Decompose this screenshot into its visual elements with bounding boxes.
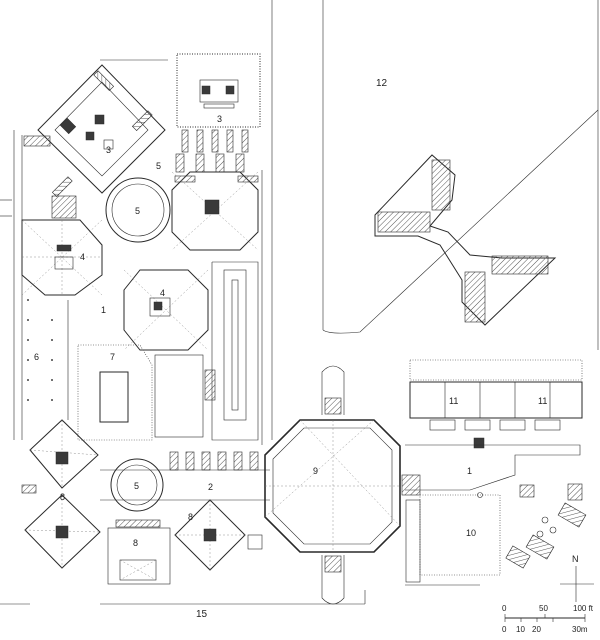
label-4-center: 4	[160, 288, 165, 298]
building-8-right	[174, 499, 263, 571]
north-arrow: N	[560, 554, 594, 602]
building-4-left	[21, 195, 103, 296]
zone-1-east	[405, 444, 581, 491]
label-11-right: 11	[538, 396, 547, 406]
north-label: N	[572, 554, 579, 564]
building-3-rotated	[23, 64, 166, 198]
label-2: 2	[208, 482, 213, 492]
label-1-right: 1	[467, 466, 472, 476]
label-15: 15	[196, 609, 208, 620]
label-5-top: 5	[156, 161, 161, 171]
label-11-left: 11	[449, 396, 458, 406]
label-9: 9	[313, 466, 318, 476]
building-3-square	[176, 53, 261, 128]
scale-ft-0: 0	[502, 604, 507, 613]
colonnade-west	[27, 299, 69, 420]
label-8-right: 8	[188, 512, 193, 522]
building-8-mid	[107, 519, 171, 585]
pavilions-east	[505, 483, 587, 569]
label-8-left: 8	[60, 492, 65, 502]
building-8-left-bottom	[21, 484, 101, 569]
label-3-top: 3	[217, 114, 222, 124]
scale-ft-50: 50	[539, 604, 548, 613]
building-9-octagon	[264, 365, 421, 605]
label-5-upper-circle: 5	[135, 206, 140, 216]
room-7	[77, 344, 153, 441]
scale-m-20: 20	[532, 625, 541, 634]
scale-m-0: 0	[502, 625, 507, 634]
label-12: 12	[376, 78, 388, 89]
west-wall	[13, 59, 168, 440]
circle-5-upper	[105, 177, 171, 243]
label-7: 7	[110, 352, 115, 362]
circle-5-lower	[110, 458, 164, 512]
plaza-rectangle	[154, 354, 204, 438]
label-8-mid: 8	[133, 538, 138, 548]
label-10: 10	[466, 528, 476, 538]
label-4-left: 4	[80, 252, 85, 262]
corridor-2	[100, 469, 270, 501]
pavilion-circles	[477, 492, 557, 538]
long-block-east	[204, 170, 263, 445]
room-10	[405, 494, 501, 583]
building-8-left-top	[29, 419, 99, 489]
building-12-x	[374, 154, 557, 326]
scale-m-30: 30m	[572, 625, 588, 634]
service-bays-corridor	[169, 451, 259, 471]
label-6: 6	[34, 352, 39, 362]
building-4-center	[123, 269, 209, 351]
building-octagon-upper	[171, 171, 259, 251]
scale-m-10: 10	[516, 625, 525, 634]
label-5-lower-circle: 5	[134, 481, 139, 491]
service-bays-top	[175, 129, 249, 173]
scale-bar: 0 50 100 ft 0 10 20 30m	[502, 604, 594, 634]
label-3-bottom: 3	[106, 145, 111, 155]
building-11	[409, 359, 583, 449]
scale-ft-100: 100 ft	[573, 604, 594, 613]
site-boundaries	[0, 0, 599, 605]
label-1-center: 1	[101, 305, 106, 315]
